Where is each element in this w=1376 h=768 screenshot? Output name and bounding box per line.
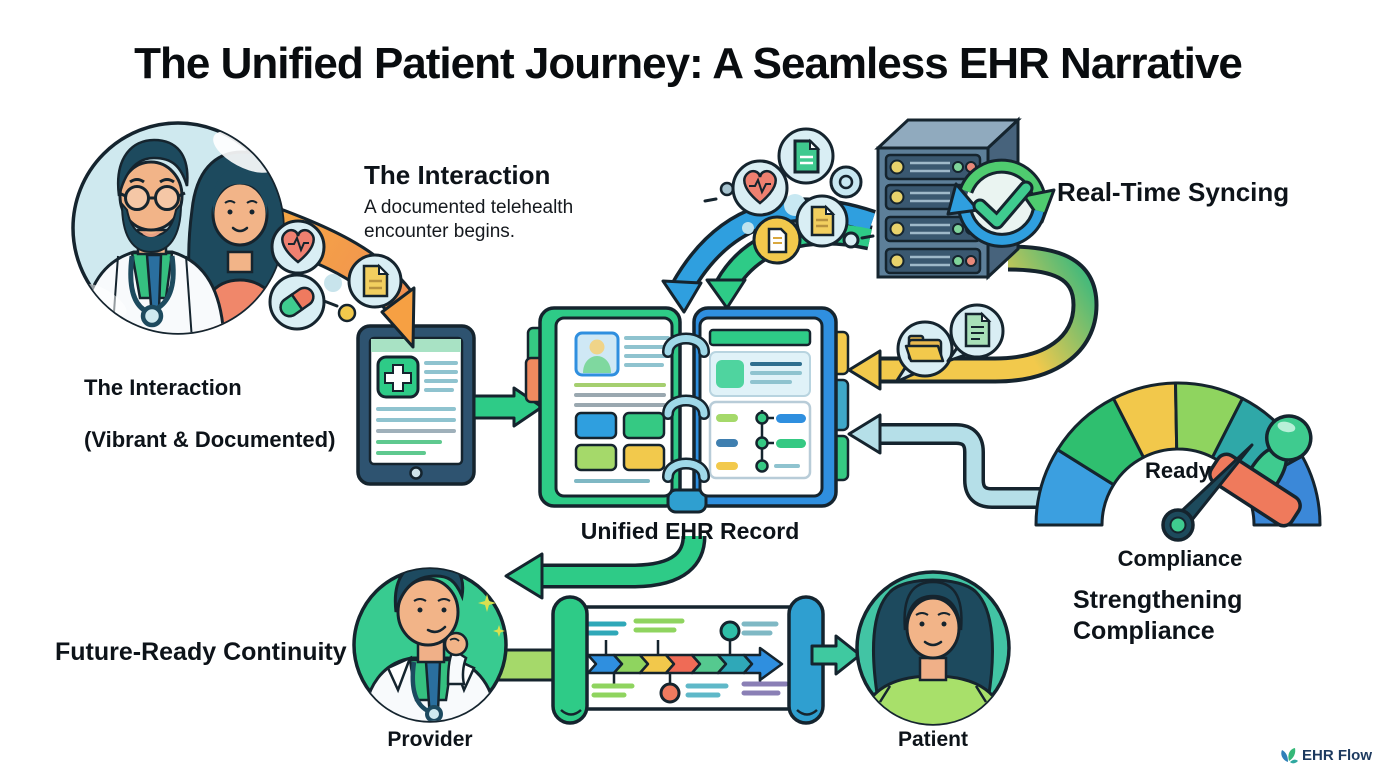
sync-icon xyxy=(946,158,1056,248)
ehr-binder-illustration xyxy=(524,306,850,514)
gauge-needle xyxy=(1161,443,1254,542)
page-title: The Unified Patient Journey: A Seamless … xyxy=(134,39,1243,88)
gauge-value-label: Ready xyxy=(1144,458,1212,483)
arrow-gauge-to-binder xyxy=(847,413,1060,509)
pill-icon xyxy=(268,273,326,331)
sparkle-icon xyxy=(478,594,496,612)
heart-icon xyxy=(270,219,326,275)
decorative-dot xyxy=(324,274,342,292)
binder-right-page xyxy=(698,316,824,498)
ehr-record-label: Unified EHR Record xyxy=(580,518,800,544)
binder-rings xyxy=(662,332,710,483)
sparkle-icon xyxy=(493,625,505,637)
pipe-server-to-binder xyxy=(876,244,1099,384)
heart-pulse-icon xyxy=(731,159,789,217)
interaction-caption-line1: The Interaction xyxy=(84,375,242,400)
checkmark-icon xyxy=(972,180,1034,230)
provider-avatar xyxy=(352,567,508,723)
arrowhead-pipe-to-binder xyxy=(847,349,882,391)
patient-label: Patient xyxy=(897,728,968,751)
brand-logo: EHR Flow xyxy=(1280,746,1372,764)
tablet-icon xyxy=(356,324,476,486)
server-bay xyxy=(884,153,982,181)
timeline-scroll-illustration xyxy=(551,595,825,725)
medical-cross-icon xyxy=(376,355,420,399)
compliance-heading: Strengthening Compliance xyxy=(1073,586,1243,645)
folder-bubble-icon xyxy=(894,320,954,384)
document-yellow-icon xyxy=(795,194,849,248)
arrow-scroll-to-patient xyxy=(810,634,862,676)
stamp-icon xyxy=(1208,414,1313,528)
arrow-binder-to-provider xyxy=(504,535,707,600)
interaction-caption-line2: (Vibrant & Documented) xyxy=(84,427,336,452)
provider-label: Provider xyxy=(387,728,473,751)
decorative-dot xyxy=(337,303,357,323)
syncing-heading: Real-Time Syncing xyxy=(1057,177,1290,207)
document-icon xyxy=(347,253,403,309)
continuity-heading: Future-Ready Continuity xyxy=(55,638,347,666)
document-bubble-icon xyxy=(946,303,1005,363)
document-circle-yellow-icon xyxy=(752,215,802,265)
interaction-caption: The Interaction (Vibrant & Documented) xyxy=(84,349,335,479)
decorative-dash xyxy=(322,299,339,308)
arrowhead-circle-to-tablet xyxy=(380,286,416,349)
patient-avatar-circle xyxy=(855,570,1011,726)
interaction-description: A documented telehealth encounter begins… xyxy=(364,197,574,242)
avatar-icon xyxy=(574,331,620,377)
gauge-caption: Compliance xyxy=(1117,546,1243,571)
interaction-heading: The Interaction xyxy=(364,160,551,190)
consultation-illustration xyxy=(71,121,285,335)
mini-timeline-card xyxy=(708,400,812,480)
logo-icon xyxy=(1281,748,1298,764)
document-teal-icon xyxy=(777,127,835,185)
server-bay xyxy=(884,247,982,275)
binder-left-page xyxy=(554,316,674,498)
logo-text: EHR Flow xyxy=(1302,746,1372,764)
